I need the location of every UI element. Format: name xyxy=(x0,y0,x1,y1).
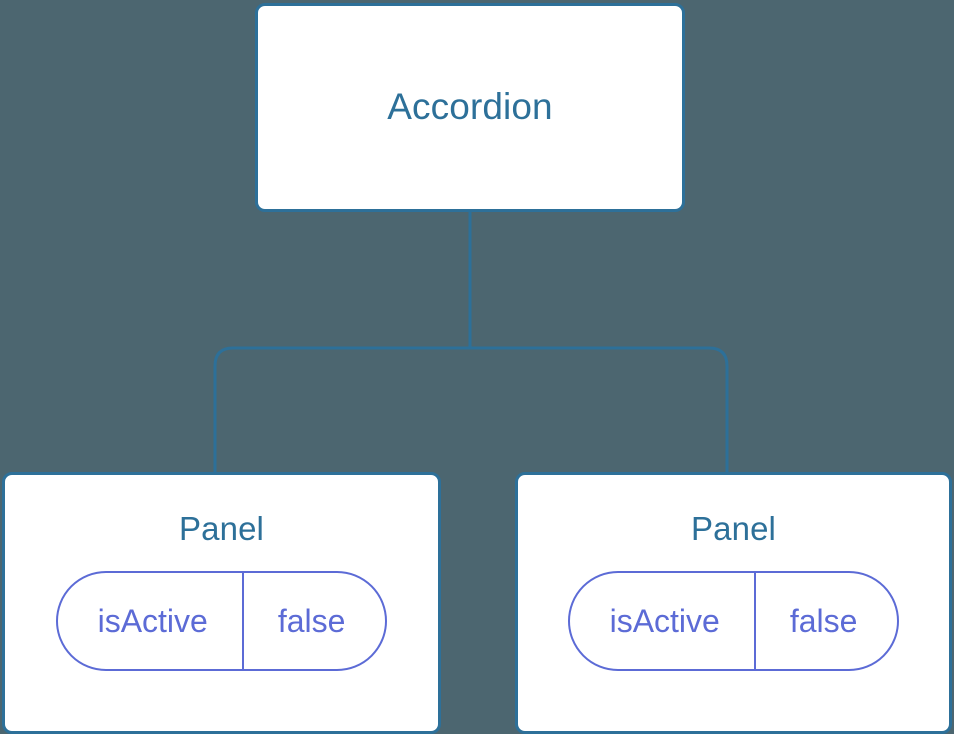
prop-pill-panel-2[interactable]: isActive false xyxy=(567,571,900,672)
node-panel-1-title: Panel xyxy=(179,510,264,547)
node-panel-1[interactable]: Panel isActive false xyxy=(2,472,441,734)
node-accordion-title: Accordion xyxy=(387,86,553,128)
edge-root-to-panel-1 xyxy=(213,346,470,474)
prop-pill-panel-1[interactable]: isActive false xyxy=(55,571,388,672)
node-panel-2-title: Panel xyxy=(691,510,776,547)
edge-root-to-panel-2 xyxy=(470,346,729,474)
prop-value-isactive: false xyxy=(789,602,858,639)
node-accordion[interactable]: Accordion xyxy=(255,3,685,212)
prop-value-isactive: false xyxy=(277,602,346,639)
prop-key-isactive: isActive xyxy=(570,573,756,670)
prop-key-isactive: isActive xyxy=(58,573,244,670)
node-panel-2[interactable]: Panel isActive false xyxy=(515,472,952,734)
